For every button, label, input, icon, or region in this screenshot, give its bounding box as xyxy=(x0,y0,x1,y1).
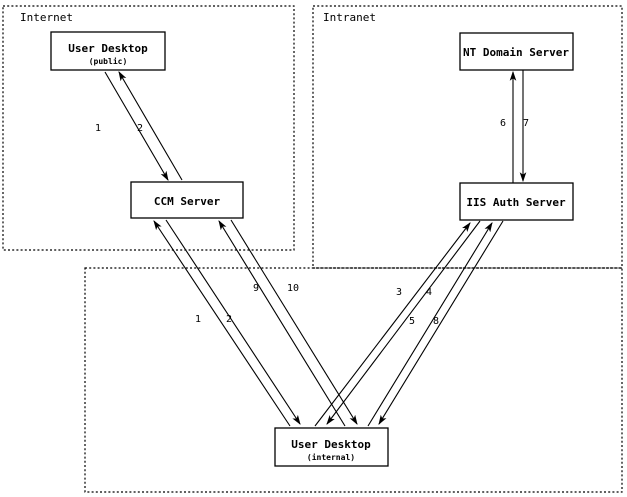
node-user-desktop-internal[interactable]: User Desktop (internal) xyxy=(274,427,389,467)
node-ccm-server-title: CCM Server xyxy=(154,195,221,208)
edge-10-ccm-to-internal: 10 xyxy=(230,219,358,425)
zone-internet-border xyxy=(2,5,295,251)
edge-8-line xyxy=(378,220,504,425)
zone-internal-lan xyxy=(84,267,623,493)
zone-internet-label: Internet xyxy=(20,11,73,24)
edge-3-internal-to-iis: 3 xyxy=(314,222,471,427)
zone-intranet-label: Intranet xyxy=(323,11,376,24)
edge-1-line xyxy=(104,71,169,181)
node-ccm-server-box[interactable] xyxy=(130,181,244,219)
node-user-desktop-internal-title: User Desktop xyxy=(291,438,371,451)
edge-label-1-public: 1 xyxy=(95,123,101,134)
edge-1-public-to-ccm: 1 xyxy=(95,71,169,181)
edge-2-ccm-to-internal: 2 xyxy=(165,219,301,425)
edge-1-internal-line xyxy=(153,220,291,427)
node-iis-auth-server-box[interactable] xyxy=(459,182,574,221)
node-user-desktop-public-subtitle: (public) xyxy=(89,56,128,66)
node-user-desktop-internal-subtitle: (internal) xyxy=(307,452,355,462)
edge-label-7: 7 xyxy=(523,118,529,129)
edge-4-line xyxy=(326,220,481,425)
node-nt-domain-server-box[interactable] xyxy=(459,32,574,71)
edge-label-4: 4 xyxy=(426,287,432,298)
edge-label-2-public: 2 xyxy=(137,123,143,134)
edge-label-2-internal: 2 xyxy=(226,314,232,325)
edge-8-iis-to-internal: 8 xyxy=(378,220,504,425)
zone-intranet: Intranet xyxy=(312,5,623,269)
node-iis-auth-server-title: IIS Auth Server xyxy=(466,196,566,209)
edge-label-5: 5 xyxy=(409,316,415,327)
edge-label-6: 6 xyxy=(500,118,506,129)
node-ccm-server[interactable]: CCM Server xyxy=(130,181,244,219)
node-user-desktop-public[interactable]: User Desktop (public) xyxy=(50,31,166,71)
edge-3-line xyxy=(314,222,471,427)
edge-1-internal-to-ccm: 1 xyxy=(153,220,291,427)
edge-label-8: 8 xyxy=(433,316,439,327)
edge-label-3: 3 xyxy=(396,287,402,298)
edge-10-line xyxy=(230,219,358,425)
edge-2-line xyxy=(118,71,183,181)
node-nt-domain-server-title: NT Domain Server xyxy=(463,46,569,59)
node-nt-domain-server[interactable]: NT Domain Server xyxy=(459,32,574,71)
zone-internet: Internet xyxy=(2,5,295,251)
edge-9-line xyxy=(218,220,346,427)
edge-label-1-internal: 1 xyxy=(195,314,201,325)
edge-label-9: 9 xyxy=(253,283,259,294)
zone-internal-lan-border xyxy=(84,267,623,493)
edge-9-internal-to-ccm: 9 xyxy=(218,220,346,427)
node-user-desktop-public-title: User Desktop xyxy=(68,42,148,55)
edge-label-10: 10 xyxy=(287,283,299,294)
edge-2-internal-line xyxy=(165,219,301,425)
edge-6-iis-to-nt: 6 xyxy=(500,70,517,183)
node-user-desktop-internal-box[interactable] xyxy=(274,427,389,467)
edge-2-ccm-to-public: 2 xyxy=(118,71,183,181)
node-iis-auth-server[interactable]: IIS Auth Server xyxy=(459,182,574,221)
node-user-desktop-public-box[interactable] xyxy=(50,31,166,71)
edge-5-line xyxy=(367,222,493,427)
edge-5-internal-to-iis: 5 xyxy=(367,222,493,427)
edge-7-nt-to-iis: 7 xyxy=(519,70,529,183)
edge-4-iis-to-internal: 4 xyxy=(326,220,481,425)
